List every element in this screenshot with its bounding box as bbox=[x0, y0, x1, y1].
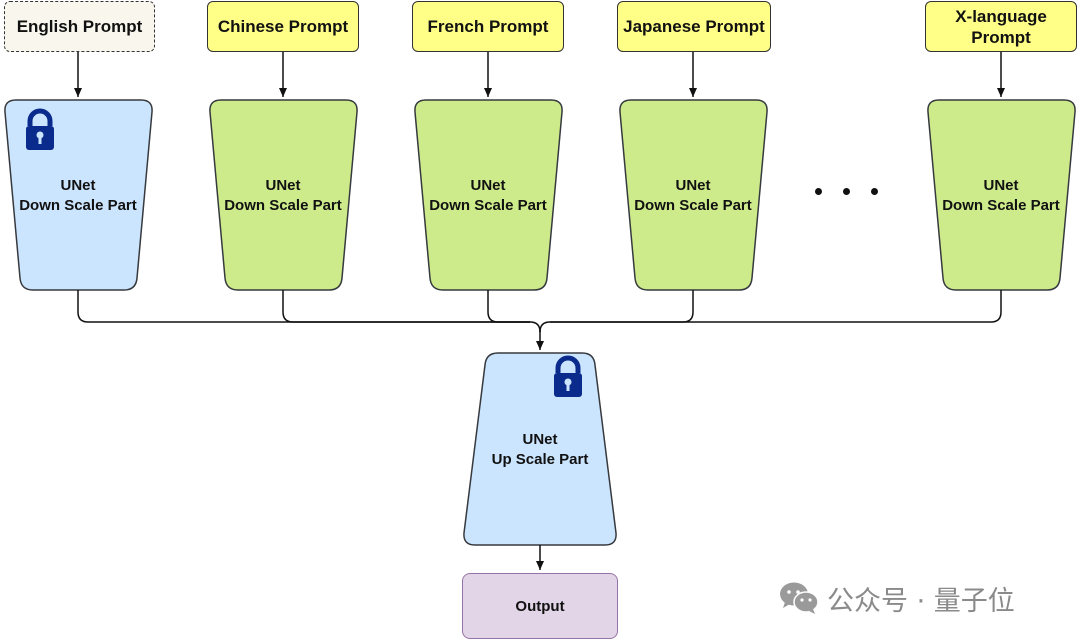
unet-name: UNet bbox=[522, 431, 558, 448]
xlang-prompt-label-line1: X-language bbox=[955, 6, 1047, 26]
unet-name: UNet bbox=[60, 177, 96, 194]
connector-japanese bbox=[539, 290, 694, 333]
japanese-prompt-label: Japanese Prompt bbox=[623, 17, 765, 36]
unet-down-xlang-shape bbox=[927, 99, 1076, 291]
english-prompt-box: English Prompt bbox=[4, 1, 155, 52]
unet-part: Down Scale Part bbox=[224, 197, 342, 214]
ellipsis-dot bbox=[815, 188, 822, 195]
japanese-prompt-box: Japanese Prompt bbox=[617, 1, 771, 52]
unet-name: UNet bbox=[675, 177, 711, 194]
lock-icon bbox=[554, 355, 582, 397]
output-box: Output bbox=[462, 573, 618, 639]
unet-part: Down Scale Part bbox=[942, 197, 1060, 214]
unet-down-japanese-label: UNet Down Scale Part bbox=[623, 176, 763, 216]
unet-part: Down Scale Part bbox=[429, 197, 547, 214]
unet-name: UNet bbox=[983, 177, 1019, 194]
ellipsis-dot bbox=[843, 188, 850, 195]
unet-up-shape bbox=[463, 352, 617, 546]
connector-xlang bbox=[550, 290, 1002, 323]
connector-chinese bbox=[282, 290, 530, 323]
unet-part: Down Scale Part bbox=[19, 197, 137, 214]
unet-name: UNet bbox=[265, 177, 301, 194]
chinese-prompt-box: Chinese Prompt bbox=[207, 1, 359, 52]
unet-down-english-label: UNet Down Scale Part bbox=[8, 176, 148, 216]
english-prompt-label: English Prompt bbox=[16, 17, 143, 36]
lock-icon bbox=[26, 108, 54, 150]
watermark: 公众号 · 量子位 bbox=[779, 578, 1015, 618]
french-prompt-box: French Prompt bbox=[412, 1, 564, 52]
output-label: Output bbox=[515, 597, 565, 615]
unet-name: UNet bbox=[470, 177, 506, 194]
connector-english bbox=[77, 290, 541, 333]
unet-down-french-shape bbox=[414, 99, 563, 291]
xlang-prompt-box: X-language Prompt bbox=[925, 1, 1077, 52]
xlang-prompt-label-line2: Prompt bbox=[971, 27, 1031, 47]
watermark-text: 公众号 · 量子位 bbox=[827, 585, 1015, 617]
unet-part: Down Scale Part bbox=[634, 197, 752, 214]
french-prompt-label: French Prompt bbox=[427, 17, 549, 36]
connector-french bbox=[487, 290, 530, 323]
unet-down-french-label: UNet Down Scale Part bbox=[418, 176, 558, 216]
wechat-icon bbox=[780, 582, 819, 614]
unet-down-japanese-shape bbox=[619, 99, 768, 291]
unet-up-label: UNet Up Scale Part bbox=[470, 430, 610, 470]
chinese-prompt-label: Chinese Prompt bbox=[217, 17, 349, 36]
unet-down-xlang-label: UNet Down Scale Part bbox=[931, 176, 1071, 216]
ellipsis bbox=[808, 182, 888, 202]
unet-down-chinese-label: UNet Down Scale Part bbox=[213, 176, 353, 216]
unet-part: Up Scale Part bbox=[491, 451, 589, 468]
ellipsis-dot bbox=[871, 188, 878, 195]
unet-down-chinese-shape bbox=[209, 99, 358, 291]
